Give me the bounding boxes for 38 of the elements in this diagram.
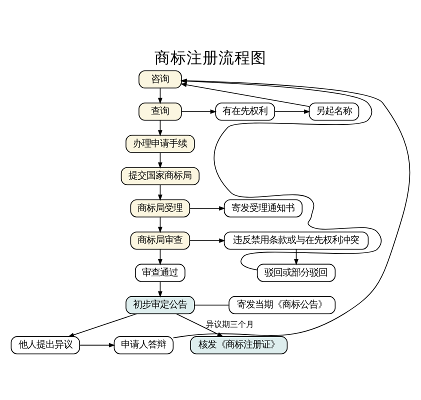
node-box: 违反禁用条款或与在先权利冲突	[224, 231, 369, 250]
arrow	[80, 342, 116, 347]
arrow	[158, 152, 162, 168]
connector	[194, 304, 230, 305]
arrow	[158, 87, 162, 104]
diagram-title: 商标注册流程图	[154, 47, 266, 66]
arrow	[189, 238, 226, 242]
node-box: 咨询	[138, 70, 182, 88]
arrow	[176, 312, 224, 336]
node-box: 初步审定公告	[126, 296, 195, 314]
node-box: 申请人答辩	[114, 336, 174, 354]
node-box: 审查通过	[135, 263, 186, 282]
node-box: 有在先权利	[215, 102, 276, 120]
node-box: 他人提出异议	[10, 336, 80, 354]
arrow	[158, 184, 162, 200]
node-box: 寄发受理通知书	[224, 198, 303, 217]
arrow	[172, 78, 410, 338]
arrow	[158, 280, 162, 298]
edge-label: 异议期三个月	[206, 320, 254, 329]
node-box: 商标局审查	[130, 231, 190, 250]
node-box: 另起名称	[308, 102, 360, 120]
node-box: 提交国家商标局	[120, 166, 200, 185]
arrow	[180, 82, 310, 106]
node-box: 寄发当期《商标公告》	[228, 296, 336, 314]
node-box: 驳回或部分驳回	[256, 263, 336, 282]
arrow	[158, 120, 162, 136]
arrow	[189, 206, 226, 210]
arrow	[68, 312, 138, 336]
node-box: 办理申请手续	[126, 134, 195, 152]
arrow	[180, 78, 382, 270]
arrow	[158, 216, 162, 233]
arrow	[181, 108, 217, 114]
node-box: 商标局受理	[130, 198, 190, 217]
arrow	[158, 248, 162, 265]
arrow	[294, 248, 298, 265]
node-box: 查询	[138, 102, 182, 120]
node-box: 核发《商标注册证》	[190, 336, 288, 354]
arrow	[274, 108, 310, 114]
